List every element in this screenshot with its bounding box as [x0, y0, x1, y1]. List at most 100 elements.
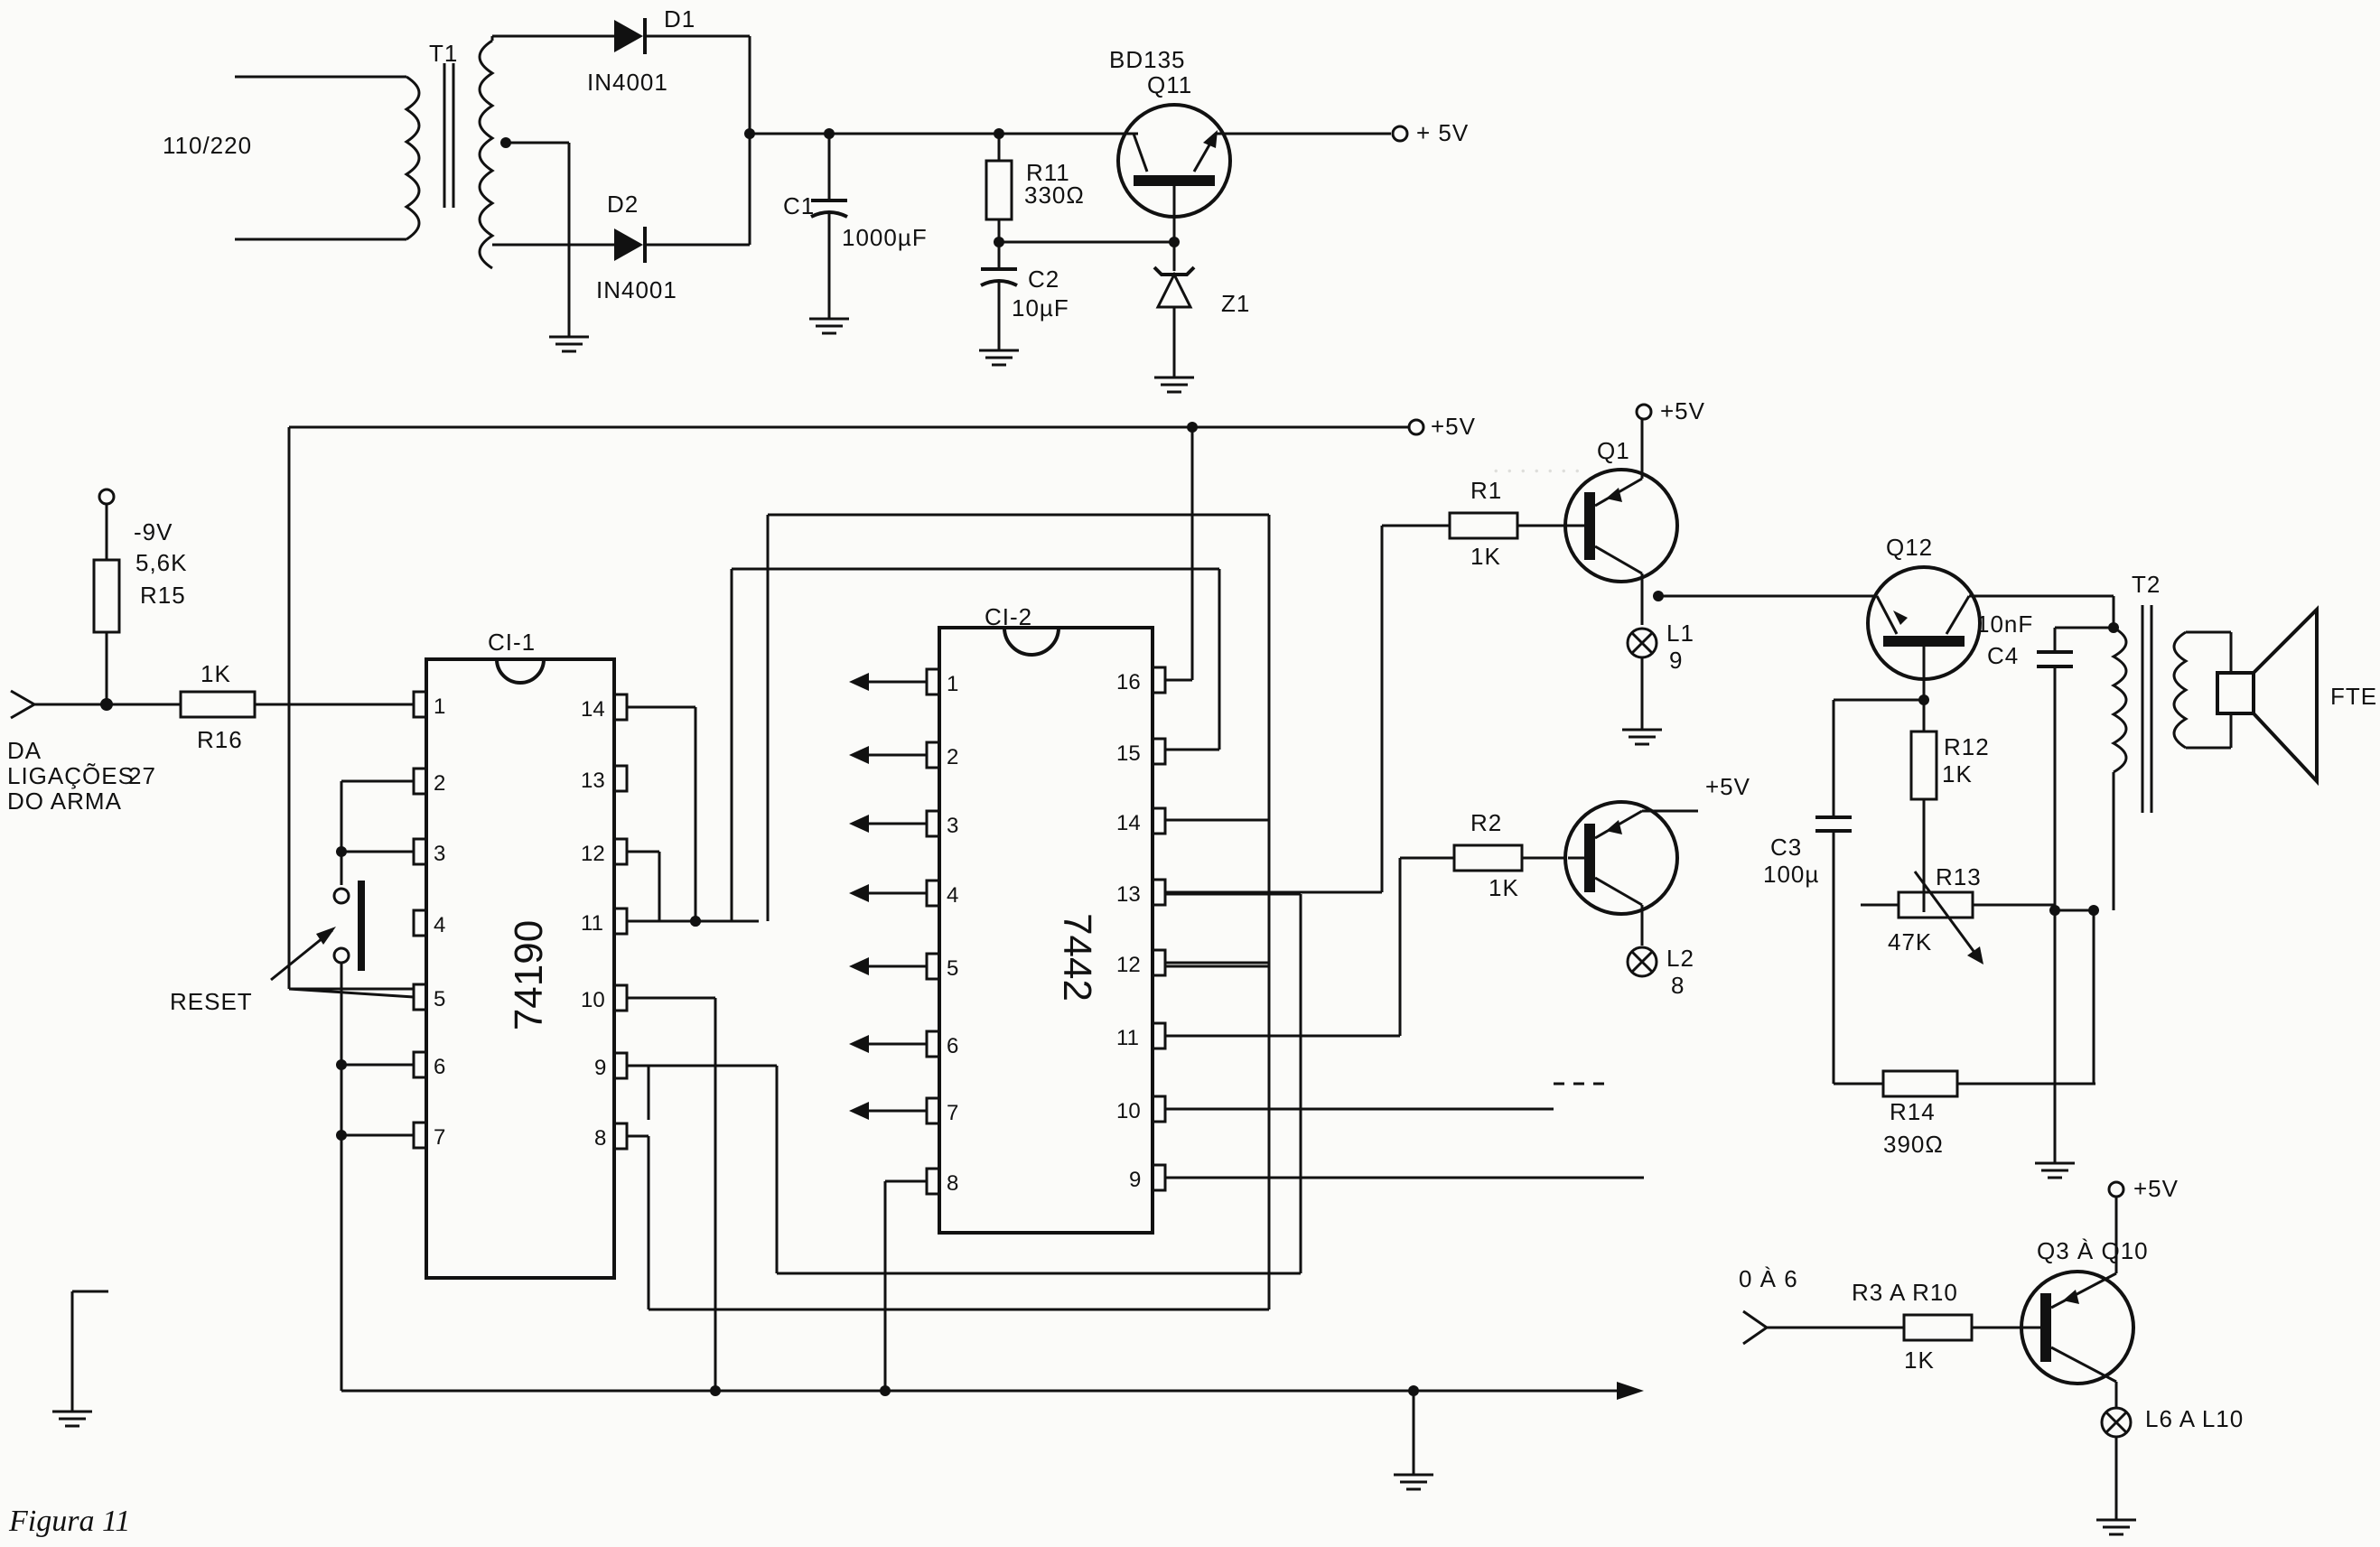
capacitor-c1 — [807, 134, 851, 335]
r13-label: R13 — [1936, 863, 1982, 890]
svg-text:6: 6 — [947, 1034, 958, 1058]
svg-text:12: 12 — [1116, 953, 1141, 977]
svg-text:14: 14 — [1116, 811, 1141, 835]
q1-supply: +5V — [1660, 397, 1705, 424]
c1-value: 1000µF — [842, 224, 928, 251]
ci1-right-wiring — [627, 513, 1302, 1396]
supply-rail: +5V — [287, 413, 1476, 989]
svg-text:12: 12 — [581, 842, 605, 866]
svg-text:15: 15 — [1116, 741, 1141, 766]
r16-label: R16 — [197, 726, 243, 753]
ci2-pins-right: 16 15 14 13 12 11 10 9 — [1116, 666, 1167, 1192]
input-num: 27 — [128, 762, 156, 789]
svg-text:4: 4 — [434, 913, 445, 937]
svg-text:9: 9 — [594, 1056, 606, 1080]
lamp-input-label: 0 À 6 — [1739, 1265, 1798, 1292]
q12-label: Q12 — [1886, 534, 1933, 561]
input-do-arma: DO ARMA — [7, 787, 122, 815]
r1-label: R1 — [1470, 477, 1502, 504]
q2-supply: +5V — [1705, 773, 1750, 800]
lamp-supply-label: +5V — [2133, 1175, 2179, 1202]
ci2-pins-left: 1 2 3 4 5 6 7 8 — [925, 667, 958, 1196]
transformer-t2-secondary — [2172, 630, 2189, 750]
l1-label: L1 — [1666, 620, 1694, 647]
resistor-r16 — [179, 690, 257, 719]
speaker-icon — [2216, 605, 2319, 787]
c1-label: C1 — [783, 192, 815, 219]
supply-output-label: + 5V — [1416, 119, 1469, 146]
l2-label: L2 — [1666, 945, 1694, 972]
lamp-resistors-value: 1K — [1904, 1347, 1935, 1374]
c4-value: 10nF — [1976, 610, 2033, 638]
ci2-output-arrows — [847, 671, 927, 1122]
d1-type: IN4001 — [587, 69, 668, 96]
rail-label: +5V — [1431, 413, 1476, 440]
q11-label: Q11 — [1147, 71, 1192, 98]
svg-text:11: 11 — [581, 911, 603, 936]
z1-label: Z1 — [1221, 290, 1250, 317]
input-connector — [10, 689, 38, 720]
resistor-r2 — [1452, 843, 1524, 872]
c2-value: 10µF — [1012, 294, 1069, 322]
zener-z1 — [1153, 242, 1196, 394]
svg-text:3: 3 — [947, 814, 958, 838]
audio-oscillator: Q12 C3 100µ R12 1K R13 47K R14 390Ω — [1763, 534, 2377, 1179]
d2-label: D2 — [607, 191, 639, 218]
svg-text:10: 10 — [581, 988, 605, 1012]
svg-text:. . . . . . .: . . . . . . . — [1493, 463, 1582, 493]
c4-label: C4 — [1987, 642, 2019, 669]
svg-text:13: 13 — [581, 769, 605, 793]
input-da: DA — [7, 737, 42, 764]
driver-q2: R2 1K +5V L2 8 — [1452, 773, 1750, 999]
figure-caption: Figura 11 — [8, 1505, 130, 1538]
svg-text:5: 5 — [947, 956, 958, 981]
r1-value: 1K — [1470, 543, 1501, 570]
svg-text:6: 6 — [434, 1055, 445, 1079]
c3-label: C3 — [1770, 834, 1802, 861]
diode-d2 — [614, 227, 750, 263]
ci1-left-wiring: RESET — [170, 779, 415, 1391]
q11-type: BD135 — [1109, 46, 1186, 73]
r15-value: 5,6K — [135, 549, 188, 576]
lamp-range-label: L6 A L10 — [2145, 1405, 2244, 1432]
potentiometer-r13 — [1897, 890, 1974, 919]
lamp-driver: 0 À 6 R3 A R10 1K +5V Q3 À Q10 L6 A L10 — [1739, 1175, 2244, 1536]
l2-num: 8 — [1671, 972, 1685, 999]
diode-d1 — [614, 18, 750, 54]
ci1-part: 74190 — [507, 920, 551, 1030]
r11-value: 330Ω — [1024, 182, 1085, 209]
transformer-t1-secondary — [478, 39, 495, 270]
svg-text:4: 4 — [947, 883, 958, 908]
ic-ci1-74190: CI-1 74190 1 2 3 4 5 6 7 14 13 12 11 10 … — [412, 629, 629, 1280]
r13-value: 47K — [1888, 928, 1932, 955]
c3-value: 100µ — [1763, 861, 1819, 888]
lamp-resistors-label: R3 A R10 — [1852, 1279, 1958, 1306]
transformer-t2-primary — [2110, 626, 2128, 774]
bleed-through-text: . . . . . . . — [1493, 463, 1582, 493]
t2-label: T2 — [2132, 571, 2161, 598]
svg-text:9: 9 — [1129, 1168, 1141, 1192]
l1-num: 9 — [1669, 647, 1683, 674]
resistors-r3-r10 — [1902, 1313, 1974, 1342]
r2-value: 1K — [1489, 874, 1519, 901]
r14-label: R14 — [1890, 1098, 1936, 1125]
resistor-r11 — [985, 159, 1013, 221]
svg-text:8: 8 — [594, 1126, 606, 1151]
r14-value: 390Ω — [1883, 1131, 1944, 1158]
resistor-r1 — [1448, 511, 1519, 540]
transformer-t1-primary — [404, 75, 421, 241]
reset-label[interactable]: RESET — [170, 988, 253, 1015]
svg-text:10: 10 — [1116, 1099, 1141, 1123]
r2-label: R2 — [1470, 809, 1502, 836]
ci2-part: 7442 — [1055, 913, 1099, 1002]
ground-bus — [341, 1382, 1644, 1491]
svg-text:16: 16 — [1116, 670, 1141, 694]
speaker-label: FTE — [2330, 683, 2377, 710]
d2-type: IN4001 — [596, 276, 677, 303]
transistor-q11 — [1111, 103, 1391, 242]
ci2-name: CI-2 — [985, 603, 1032, 630]
lamp-transistors-label: Q3 À Q10 — [2037, 1237, 2149, 1264]
svg-text:13: 13 — [1116, 882, 1141, 907]
